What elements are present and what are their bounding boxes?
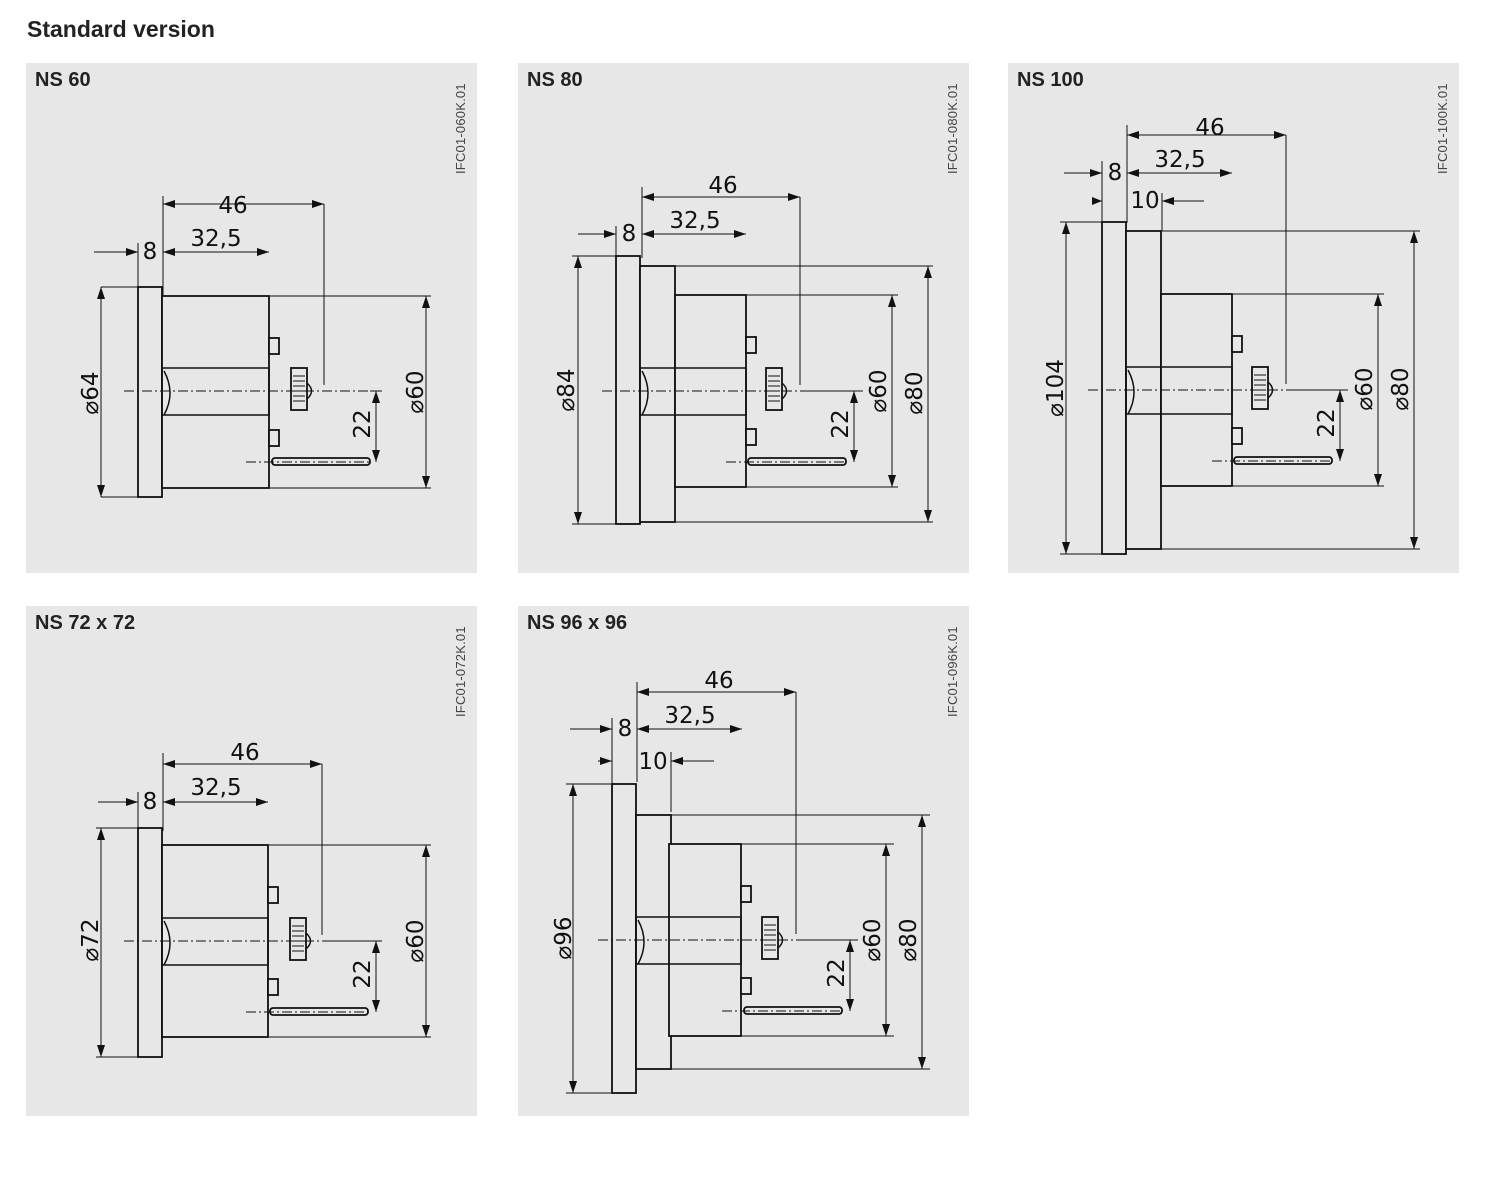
dim-spindle: 22 bbox=[828, 409, 854, 438]
dimension-drawing: 46 32,5 8 ⌀72 ⌀60 22 bbox=[78, 740, 431, 1058]
dim-front: 8 bbox=[1108, 160, 1123, 186]
dim-outer-diameter: ⌀80 bbox=[902, 371, 928, 414]
dim-case-depth: 32,5 bbox=[1154, 147, 1205, 173]
panel-ns100: NS 100 IFC01-100K.01 46 32,5 8 10 ⌀104 bbox=[1008, 63, 1459, 573]
dim-total-depth: 46 bbox=[230, 740, 259, 766]
panel-title: NS 60 bbox=[35, 69, 91, 91]
dim-case-diameter: ⌀60 bbox=[860, 918, 886, 961]
dim-total-depth: 46 bbox=[708, 173, 737, 199]
dimension-drawing: 46 32,5 8 ⌀64 ⌀60 22 bbox=[78, 193, 431, 498]
panel-title: NS 72 x 72 bbox=[35, 612, 136, 634]
dim-flange-diameter: ⌀72 bbox=[78, 918, 104, 961]
dim-total-depth: 46 bbox=[704, 668, 733, 694]
dim-bezel: 10 bbox=[1130, 188, 1159, 214]
dim-case-diameter: ⌀60 bbox=[403, 919, 429, 962]
dim-bezel: 10 bbox=[638, 749, 667, 775]
section-title: Standard version bbox=[27, 16, 215, 42]
dim-case-depth: 32,5 bbox=[669, 208, 720, 234]
dim-flange-diameter: ⌀64 bbox=[78, 371, 104, 414]
dim-spindle: 22 bbox=[824, 958, 850, 987]
panel-title: NS 100 bbox=[1017, 69, 1084, 91]
dim-spindle: 22 bbox=[1314, 408, 1340, 437]
dim-outer-diameter: ⌀80 bbox=[1388, 367, 1414, 410]
dim-front: 8 bbox=[143, 789, 158, 815]
dimension-drawing: 46 32,5 8 10 ⌀96 ⌀80 bbox=[551, 668, 930, 1094]
dim-spindle: 22 bbox=[350, 409, 376, 438]
panel-title: NS 96 x 96 bbox=[527, 612, 628, 634]
panel-ns96x96: NS 96 x 96 IFC01-096K.01 46 32,5 8 10 ⌀9… bbox=[518, 606, 969, 1116]
dim-front: 8 bbox=[622, 221, 637, 247]
dim-total-depth: 46 bbox=[218, 193, 247, 219]
dim-case-diameter: ⌀60 bbox=[1352, 367, 1378, 410]
dim-case-diameter: ⌀60 bbox=[866, 369, 892, 412]
dim-flange-diameter: ⌀96 bbox=[551, 916, 577, 959]
dim-spindle: 22 bbox=[350, 959, 376, 988]
dim-flange-diameter: ⌀84 bbox=[554, 368, 580, 411]
dim-front: 8 bbox=[143, 239, 158, 265]
panel-ns80: NS 80 IFC01-080K.01 46 32,5 8 ⌀84 bbox=[518, 63, 969, 573]
panel-title: NS 80 bbox=[527, 69, 583, 91]
panel-ns72x72: NS 72 x 72 IFC01-072K.01 46 32,5 8 ⌀72 bbox=[26, 606, 477, 1116]
dimension-drawing: 46 32,5 8 ⌀84 ⌀80 ⌀60 bbox=[554, 173, 933, 525]
dim-case-depth: 32,5 bbox=[190, 226, 241, 252]
dim-flange-diameter: ⌀104 bbox=[1043, 359, 1069, 417]
dim-total-depth: 46 bbox=[1195, 115, 1224, 141]
dim-case-depth: 32,5 bbox=[190, 775, 241, 801]
dim-front: 8 bbox=[618, 716, 633, 742]
dimension-drawing: 46 32,5 8 10 ⌀104 ⌀80 bbox=[1043, 115, 1420, 555]
dim-case-diameter: ⌀60 bbox=[403, 370, 429, 413]
panel-ns60: NS 60 IFC01-060K.01 46 32,5 8 ⌀64 bbox=[26, 63, 477, 573]
dim-case-depth: 32,5 bbox=[664, 703, 715, 729]
dim-outer-diameter: ⌀80 bbox=[896, 918, 922, 961]
